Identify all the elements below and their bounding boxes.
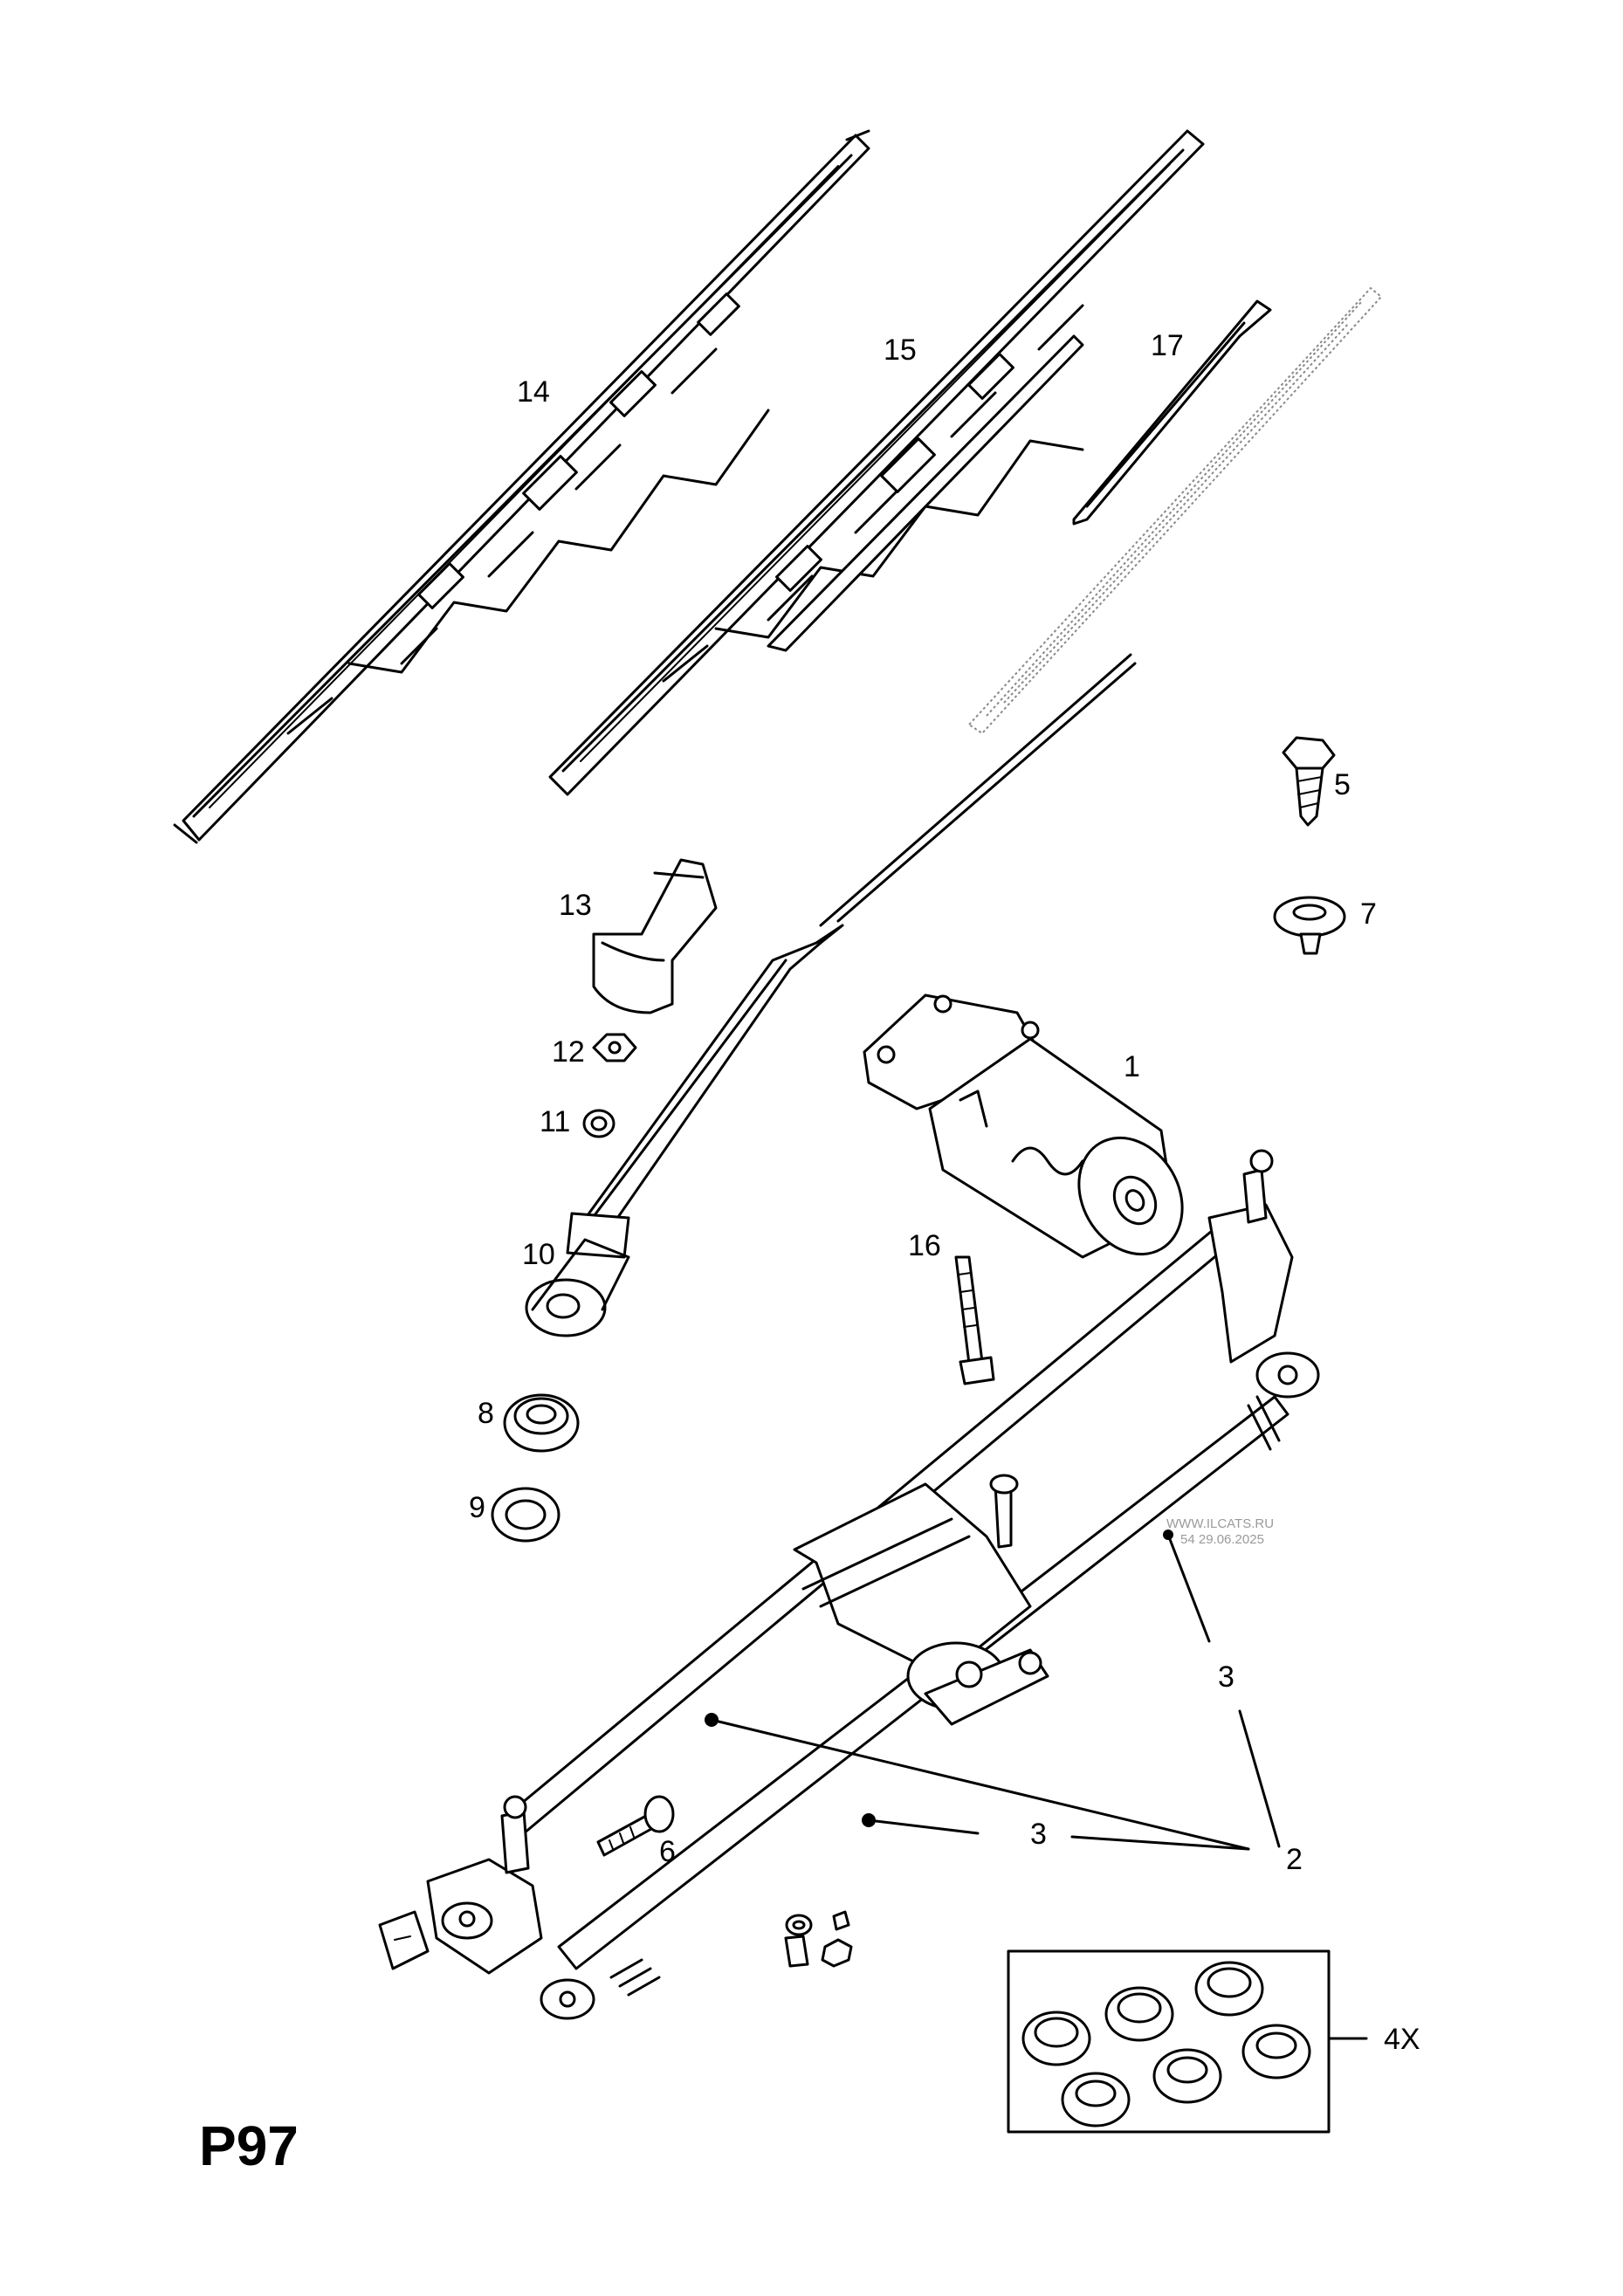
callout-15: 15	[884, 333, 917, 367]
arm-cover-cap	[592, 858, 718, 1014]
callout-8: 8	[478, 1397, 494, 1430]
callout-6: 6	[659, 1835, 676, 1868]
watermark-line2: 54 29.06.2025	[1180, 1532, 1264, 1547]
bush-set-inset	[1007, 1949, 1368, 2134]
callout-9: 9	[469, 1491, 485, 1524]
small-fasteners	[784, 1910, 853, 1968]
callout-14: 14	[517, 375, 550, 409]
wiper-linkage	[378, 1149, 1320, 2020]
page-id: P97	[199, 2114, 299, 2177]
callout-3-bottom: 3	[1030, 1818, 1047, 1851]
callout-11: 11	[540, 1105, 570, 1138]
callout-2: 2	[1286, 1843, 1303, 1876]
callout-16: 16	[908, 1229, 941, 1262]
watermark-line1: WWW.ILCATS.RU	[1166, 1516, 1274, 1531]
wiper-blade-left	[173, 129, 870, 844]
wiper-blade-right	[548, 129, 1205, 796]
stud-bolt	[954, 1255, 995, 1385]
bolt-6	[596, 1795, 675, 1857]
hex-bolt	[1282, 736, 1336, 827]
seal-ring	[491, 1487, 560, 1543]
callout-13: 13	[559, 889, 592, 922]
wiper-blade-insert	[967, 286, 1383, 735]
callout-12: 12	[552, 1035, 585, 1069]
callout-7: 7	[1360, 897, 1377, 931]
wiper-motor	[863, 993, 1184, 1259]
callout-4x: 4X	[1384, 2023, 1420, 2056]
callout-1: 1	[1124, 1050, 1140, 1083]
washer-small	[582, 1109, 616, 1138]
bush	[503, 1393, 580, 1453]
nut	[592, 1033, 637, 1062]
callout-3-right: 3	[1218, 1660, 1234, 1694]
callout-5: 5	[1334, 768, 1351, 801]
callout-10: 10	[522, 1238, 555, 1271]
clip	[1273, 896, 1346, 955]
wiper-arm	[525, 653, 1137, 1337]
callout-17: 17	[1151, 329, 1184, 362]
leader-lines	[705, 1530, 1281, 1851]
